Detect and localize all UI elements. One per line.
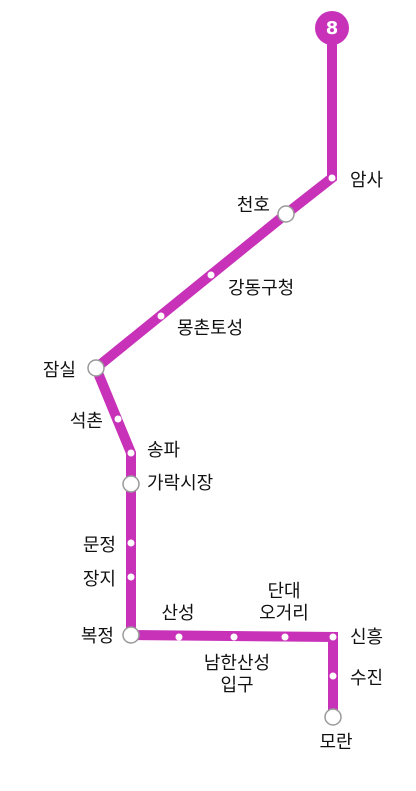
station-label-line: 입구: [220, 675, 253, 696]
station-songpa[interactable]: 송파: [127, 440, 181, 461]
station-moran[interactable]: 모란: [319, 708, 353, 753]
station-label: 신흥: [350, 627, 383, 648]
transfer-station-marker[interactable]: [122, 626, 140, 644]
station-munjeong[interactable]: 문정: [83, 535, 135, 556]
station-marker[interactable]: [127, 573, 135, 581]
station-sinheung[interactable]: 신흥: [329, 627, 384, 648]
station-marker[interactable]: [230, 633, 238, 641]
station-label: 복정: [81, 626, 114, 647]
station-marker[interactable]: [127, 539, 135, 547]
station-marker[interactable]: [328, 174, 336, 182]
station-label: 수진: [350, 668, 383, 689]
transfer-station-marker[interactable]: [324, 708, 342, 726]
station-jamsil[interactable]: 잠실: [43, 359, 105, 381]
station-amsa[interactable]: 암사: [328, 170, 384, 191]
station-marker[interactable]: [114, 415, 122, 423]
line-badge: 8: [315, 11, 349, 45]
station-garak-market[interactable]: 가락시장: [122, 473, 213, 494]
station-label: 송파: [147, 440, 181, 461]
transfer-station-marker[interactable]: [277, 205, 295, 223]
station-sujin[interactable]: 수진: [329, 668, 384, 689]
transfer-station-marker[interactable]: [122, 475, 140, 493]
transfer-station-marker[interactable]: [87, 359, 105, 377]
station-cheonho[interactable]: 천호: [237, 195, 295, 223]
station-seokchon[interactable]: 석촌: [70, 411, 122, 432]
station-label: 강동구청: [228, 278, 294, 299]
station-label: 모란: [319, 732, 352, 753]
station-marker[interactable]: [207, 271, 215, 279]
station-marker[interactable]: [157, 312, 165, 320]
station-sanseong[interactable]: 산성: [161, 603, 195, 641]
station-label: 잠실: [43, 360, 76, 381]
line-8-route: [89, 28, 338, 717]
line-badge-circle: [315, 11, 349, 45]
station-label: 암사: [350, 170, 384, 191]
station-marker[interactable]: [329, 633, 337, 641]
station-label: 석촌: [70, 411, 103, 432]
station-marker[interactable]: [175, 633, 183, 641]
station-label: 가락시장: [147, 473, 213, 494]
station-marker[interactable]: [281, 633, 289, 641]
station-gangdong-gucheong[interactable]: 강동구청: [207, 271, 295, 300]
station-bokjeong[interactable]: 복정: [81, 626, 140, 647]
station-label: 천호: [237, 195, 270, 216]
station-label: 문정: [83, 535, 116, 556]
station-label: 산성: [161, 603, 194, 624]
station-label-line: 단대: [267, 581, 300, 602]
station-mongchontoseong[interactable]: 몽촌토성: [157, 312, 244, 340]
station-label: 몽촌토성: [177, 318, 243, 339]
station-label-line: 남한산성: [204, 653, 270, 674]
station-label: 장지: [83, 569, 116, 590]
line-badge-number: 8: [326, 18, 339, 39]
station-label-line: 오거리: [259, 603, 309, 624]
station-marker[interactable]: [127, 449, 135, 457]
station-jangji[interactable]: 장지: [83, 569, 135, 590]
station-marker[interactable]: [329, 672, 337, 680]
